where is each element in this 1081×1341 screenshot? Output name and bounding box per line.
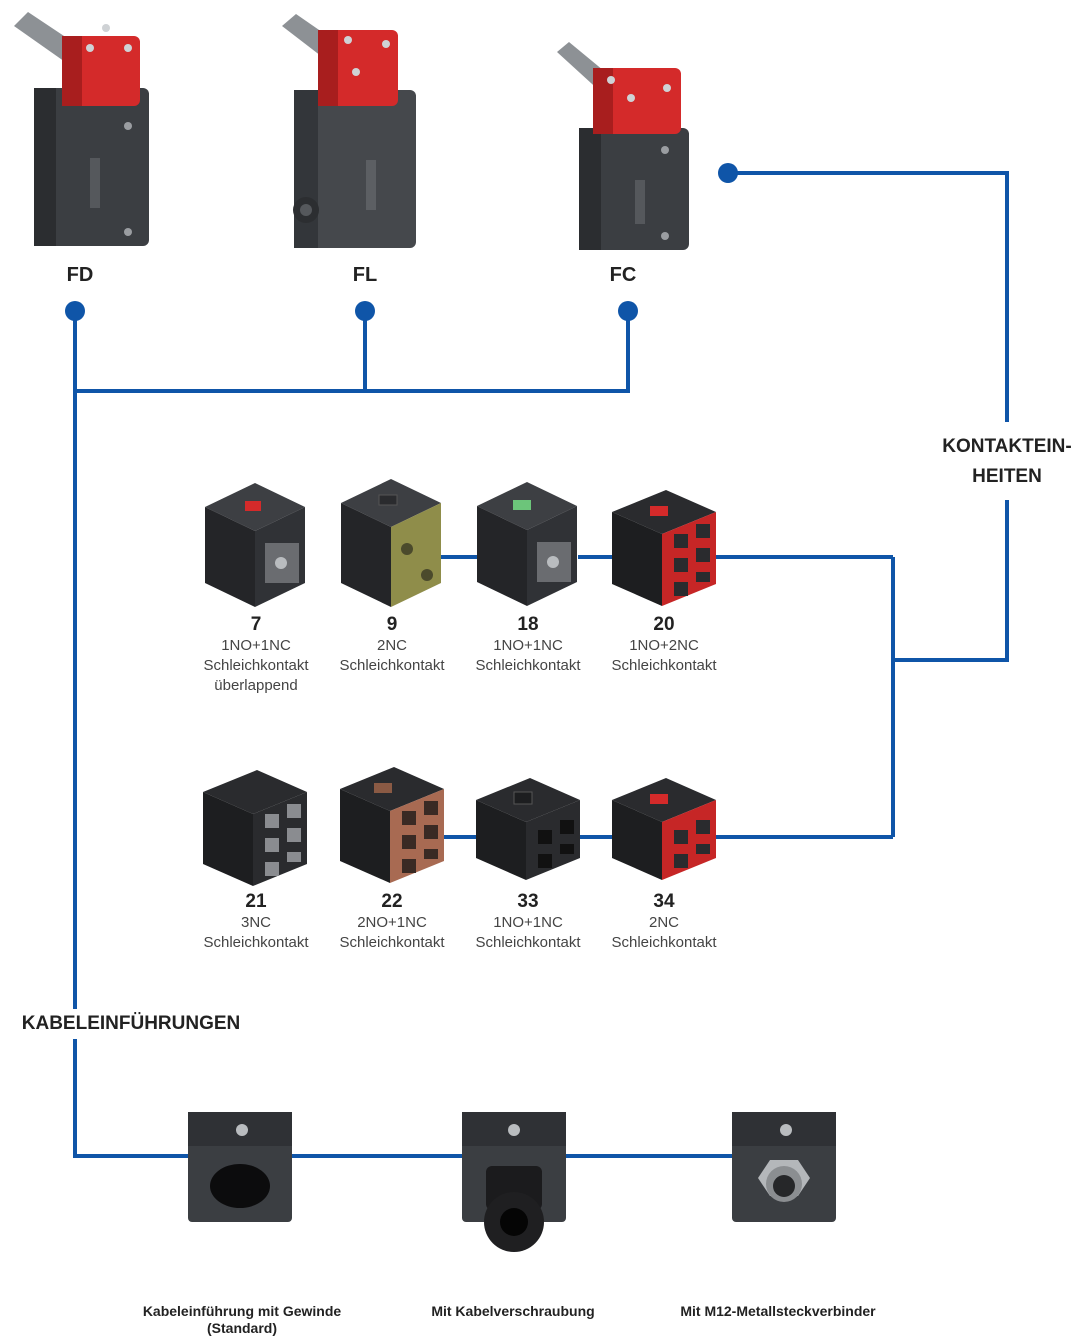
contact-unit-number: 9 <box>386 614 398 635</box>
cable-entry-label-m12: Mit M12-Metallsteckverbinder <box>680 1303 876 1319</box>
m12-connector-entry-icon <box>732 1112 836 1222</box>
section-label-contacts-line2: HEITEN <box>972 466 1042 487</box>
contact-unit-desc: 2NC Schleichkontakt <box>339 637 445 674</box>
contact-unit-number: 20 <box>653 614 675 635</box>
contact-unit-number: 33 <box>517 891 539 912</box>
cable-entry-label-gland: Mit Kabelverschraubung <box>431 1303 595 1319</box>
contact-block-7-icon <box>205 483 305 607</box>
contact-unit-desc: 1NO+2NC Schleichkontakt <box>611 637 717 674</box>
series-label-fc: FC <box>609 264 637 286</box>
cable-gland-entry-icon <box>462 1112 566 1252</box>
contact-unit-number: 18 <box>517 614 539 635</box>
section-label-contacts: KONTAKTEIN- HEITEN <box>932 432 1081 492</box>
contact-unit-desc: 1NO+1NC Schleichkontakt <box>475 914 581 951</box>
contact-unit-9: 9 2NC Schleichkontakt <box>332 614 452 676</box>
contact-block-21-icon <box>203 770 307 886</box>
contact-unit-22: 22 2NO+1NC Schleichkontakt <box>332 891 452 953</box>
contact-unit-number: 7 <box>250 614 262 635</box>
contact-block-20-icon <box>612 490 716 606</box>
cable-entry-label-threaded: Kabeleinführung mit Gewinde (Standard) <box>142 1303 342 1336</box>
contact-unit-33: 33 1NO+1NC Schleichkontakt <box>468 891 588 953</box>
contact-unit-desc: 2NC Schleichkontakt <box>611 914 717 951</box>
contact-block-9-icon <box>341 479 441 607</box>
section-label-contacts-line1: KONTAKTEIN- <box>942 436 1072 457</box>
threaded-entry-icon <box>188 1112 292 1222</box>
contact-unit-desc: 1NO+1NC Schleichkontakt <box>475 637 581 674</box>
contact-unit-18: 18 1NO+1NC Schleichkontakt <box>468 614 588 676</box>
contact-block-22-icon <box>340 767 444 883</box>
series-label-fd: FD <box>66 264 94 286</box>
safety-switch-fd-icon <box>14 12 149 246</box>
safety-switch-fl-icon <box>282 14 416 248</box>
contact-unit-desc: 2NO+1NC Schleichkontakt <box>339 914 445 951</box>
contact-unit-number: 22 <box>381 891 403 912</box>
contact-block-18-icon <box>477 482 577 606</box>
series-label-fl: FL <box>352 264 378 286</box>
contact-unit-desc: 1NO+1NC Schleichkontakt überlappend <box>203 637 309 694</box>
contact-unit-21: 21 3NC Schleichkontakt <box>196 891 316 953</box>
section-label-cables: KABELEINFÜHRUNGEN <box>0 1009 262 1039</box>
contact-unit-34: 34 2NC Schleichkontakt <box>604 891 724 953</box>
contact-unit-number: 21 <box>245 891 267 912</box>
contact-unit-20: 20 1NO+2NC Schleichkontakt <box>604 614 724 676</box>
contact-block-33-icon <box>476 778 580 880</box>
safety-switch-fc-icon <box>557 42 689 250</box>
contact-unit-desc: 3NC Schleichkontakt <box>203 914 309 951</box>
contact-block-34-icon <box>612 778 716 880</box>
contact-unit-number: 34 <box>653 891 675 912</box>
contact-unit-7: 7 1NO+1NC Schleichkontakt überlappend <box>196 614 316 696</box>
